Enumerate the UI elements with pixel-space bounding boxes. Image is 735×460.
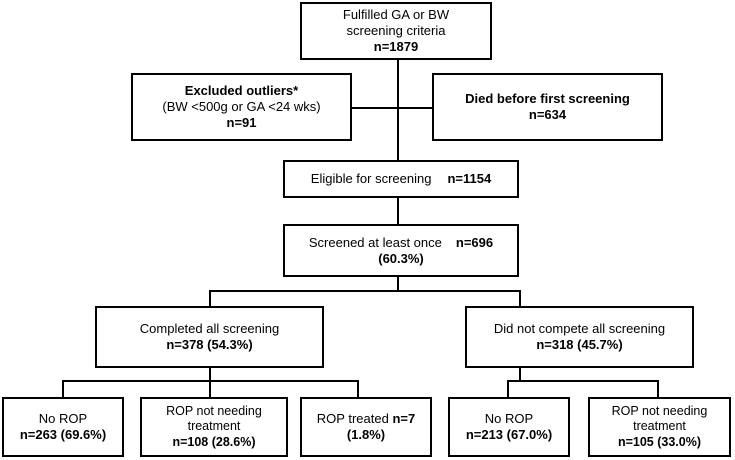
connector-to-not-completed	[519, 290, 521, 306]
fulfilled-criteria-line2: screening criteria	[346, 23, 446, 39]
completed-rop-treated-box: ROP treated n=7 (1.8%)	[300, 397, 432, 457]
excluded-outliers-box: Excluded outliers* (BW <500g or GA <24 w…	[131, 73, 352, 141]
connector-to-outcome1	[62, 380, 64, 397]
incomplete-rop-no-treatment-box: ROP not needing treatment n=105 (33.0%)	[588, 397, 731, 457]
eligible-for-screening-count: n=1154	[447, 171, 492, 187]
connector-top-to-eligible	[397, 60, 399, 160]
completed-rop-no-treatment-line2: treatment	[187, 419, 241, 434]
connector-to-outcome2	[209, 380, 211, 397]
connector-not-completed-down	[519, 368, 521, 381]
completed-no-rop-box: No ROP n=263 (69.6%)	[2, 397, 124, 457]
connector-eligible-to-screened	[397, 198, 399, 224]
completed-rop-no-treatment-box: ROP not needing treatment n=108 (28.6%)	[140, 397, 288, 457]
completed-rop-no-treatment-count: n=108 (28.6%)	[172, 434, 256, 449]
connector-screened-down	[397, 277, 399, 291]
connector-split-bar-not-completed	[507, 380, 659, 382]
incomplete-no-rop-count: n=213 (67.0%)	[465, 427, 553, 442]
fulfilled-criteria-box: Fulfilled GA or BW screening criteria n=…	[300, 2, 492, 60]
died-before-screening-count: n=634	[528, 107, 567, 122]
completed-all-screening-label: Completed all screening	[139, 321, 280, 337]
did-not-complete-box: Did not compete all screening n=318 (45.…	[465, 306, 694, 368]
did-not-complete-count: n=318 (45.7%)	[536, 337, 623, 352]
eligible-for-screening-label: Eligible for screening	[310, 171, 432, 187]
completed-all-screening-count: n=378 (54.3%)	[166, 337, 253, 352]
completed-rop-treated-label: ROP treated n=7	[317, 411, 415, 427]
completed-rop-treated-text: ROP treated n=7	[316, 411, 416, 427]
incomplete-rop-no-treatment-line1: ROP not needing	[611, 404, 708, 419]
connector-to-completed	[209, 290, 211, 306]
connector-split-bar-level3	[209, 290, 521, 292]
completed-rop-no-treatment-line1: ROP not needing	[166, 404, 262, 419]
connector-completed-down	[209, 368, 211, 381]
fulfilled-criteria-line1: Fulfilled GA or BW	[342, 7, 450, 23]
completed-all-screening-box: Completed all screening n=378 (54.3%)	[95, 306, 324, 368]
incomplete-no-rop-box: No ROP n=213 (67.0%)	[448, 397, 570, 457]
screened-at-least-once-box: Screened at least once n=696 (60.3%)	[283, 224, 519, 277]
connector-to-outcome3	[357, 380, 359, 397]
connector-to-outcome5	[657, 380, 659, 397]
completed-no-rop-count: n=263 (69.6%)	[19, 427, 107, 442]
incomplete-rop-no-treatment-line2: treatment	[633, 419, 686, 434]
screened-at-least-once-row: Screened at least once n=696	[309, 235, 493, 251]
screened-at-least-once-percent: (60.3%)	[378, 250, 424, 266]
died-before-screening-label: Died before first screening	[465, 91, 630, 107]
died-before-screening-box: Died before first screening n=634	[432, 73, 663, 141]
excluded-outliers-count: n=91	[226, 114, 257, 130]
screened-at-least-once-label: Screened at least once	[308, 234, 442, 250]
fulfilled-criteria-count: n=1879	[373, 38, 419, 54]
excluded-outliers-line1: Excluded outliers*	[184, 83, 299, 99]
excluded-outliers-line2: (BW <500g or GA <24 wks)	[162, 99, 321, 115]
completed-rop-treated-percent: (1.8%)	[346, 427, 386, 442]
connector-to-outcome4	[507, 380, 509, 397]
screened-at-least-once-count: n=696	[455, 234, 494, 250]
eligible-for-screening-box: Eligible for screening n=1154	[283, 160, 519, 198]
completed-no-rop-label: No ROP	[38, 411, 88, 427]
incomplete-rop-no-treatment-count: n=105 (33.0%)	[617, 434, 702, 449]
connector-excluded-to-stem	[352, 107, 398, 109]
connector-stem-to-died	[397, 107, 433, 109]
did-not-complete-label: Did not compete all screening	[493, 321, 666, 337]
incomplete-no-rop-label: No ROP	[484, 411, 534, 427]
